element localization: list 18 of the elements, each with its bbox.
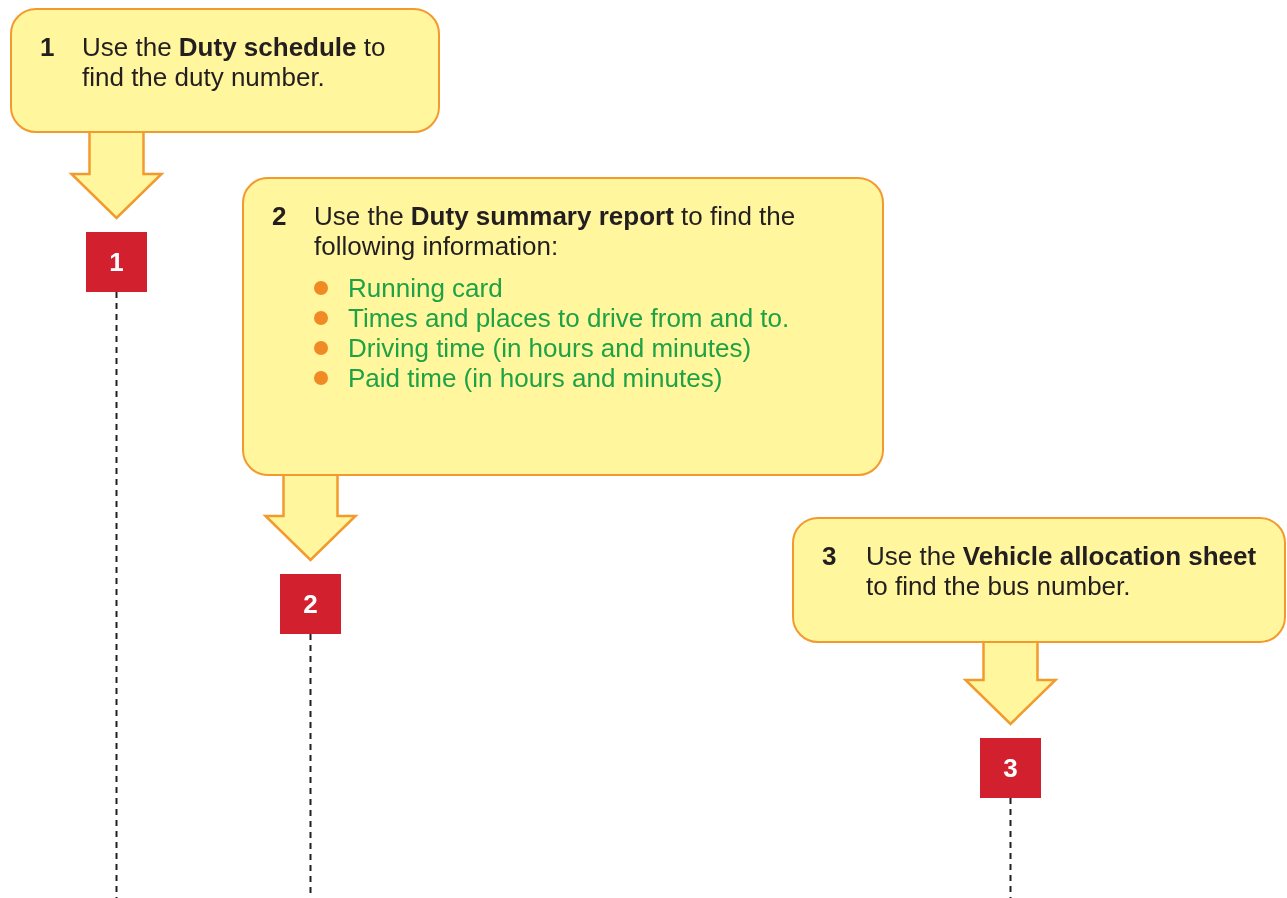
callout-box (242, 177, 884, 476)
list-item: Times and places to drive from and to. (348, 303, 790, 333)
list-item: Paid time (in hours and minutes) (348, 363, 723, 393)
step-number-marker: 2 (280, 574, 341, 634)
list-item: Driving time (in hours and minutes) (348, 333, 752, 363)
instruction-text: Use the Duty summary report to find the following information: (314, 201, 797, 261)
step-number: 1 (40, 32, 55, 62)
instruction-text: Use the Duty schedule to find the duty number. (82, 32, 387, 92)
list-item: Running card (348, 273, 503, 303)
dashed-line (1009, 797, 1012, 898)
step-number: 2 (272, 201, 287, 231)
step-number-marker: 1 (86, 232, 147, 292)
callout-box (10, 8, 440, 133)
callout-box (792, 517, 1286, 643)
dashed-line (115, 291, 118, 898)
step-number-marker: 3 (980, 738, 1041, 798)
instruction-text: Use the Vehicle allocation sheet to find the bus number. (866, 541, 1258, 601)
step-number: 3 (822, 541, 837, 571)
